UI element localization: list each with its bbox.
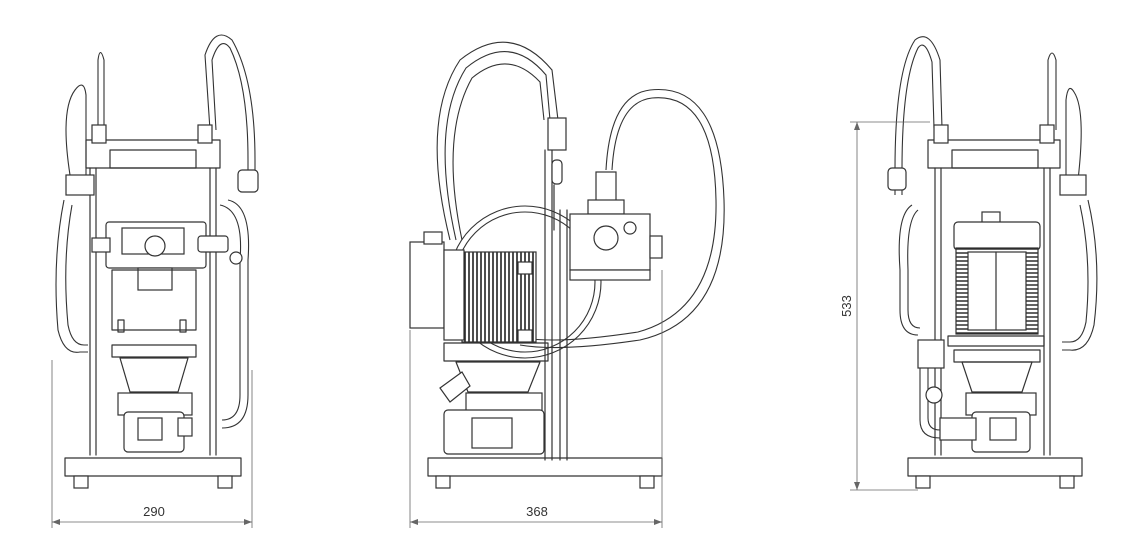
dimension-label-533: 533 — [839, 295, 854, 317]
side-view-left: 290 — [51, 34, 259, 528]
frame-front-view — [544, 117, 568, 461]
pump-body-front-view — [439, 342, 549, 455]
lower-pump-left-view — [111, 344, 197, 453]
electric-motor-right-view — [947, 211, 1045, 347]
side-view-right: 533 — [839, 36, 1098, 491]
frame-left-view — [85, 124, 221, 456]
front-view-center: 368 — [409, 41, 725, 528]
hose-front-view — [436, 41, 725, 359]
electric-motor-front-view — [409, 231, 537, 343]
hose-right-view — [894, 36, 1098, 439]
dimension-width-left: 290 — [51, 360, 253, 528]
valve-block-front-view — [569, 171, 663, 281]
dimension-height-right: 533 — [839, 121, 930, 491]
pump-head-left-view — [65, 169, 259, 333]
base-front-view — [427, 457, 663, 489]
frame-right-view — [887, 124, 1087, 456]
dimension-label-368: 368 — [526, 504, 548, 519]
lower-pump-right-view — [917, 339, 1041, 453]
base-right-view — [907, 457, 1083, 489]
dimension-width-front: 368 — [409, 270, 663, 528]
dimension-label-290: 290 — [143, 504, 165, 519]
base-left-view — [64, 457, 242, 489]
